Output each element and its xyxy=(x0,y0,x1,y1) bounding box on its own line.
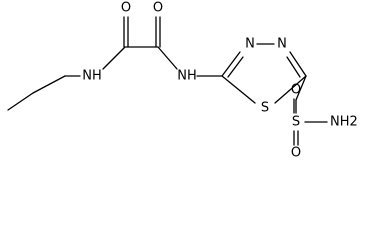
chemical-structure: O O NH NH N N S S O O NH2 xyxy=(7,1,358,161)
bond-ring-c5-s1 xyxy=(274,75,307,104)
atom-nh-amide: NH xyxy=(177,69,197,84)
atom-nh-propyl: NH xyxy=(82,69,102,84)
bond-c2-nh xyxy=(157,46,178,70)
bond-ring-n4-c5 xyxy=(289,51,307,77)
bond-ring-s1-c2 xyxy=(221,75,256,104)
atom-s-ring: S xyxy=(261,101,269,116)
atom-o-sulfonyl-bottom: O xyxy=(291,146,301,161)
bond-ring-n4-c5-inner xyxy=(286,56,301,78)
atom-o-left: O xyxy=(121,1,131,16)
atom-label-layer: O O NH NH N N S S O O NH2 xyxy=(82,1,358,161)
bond-nh-c1 xyxy=(102,46,126,70)
atom-o-sulfonyl-top: O xyxy=(291,83,301,98)
atom-o-right: O xyxy=(153,1,163,16)
bond-c5-sulfonyl xyxy=(295,75,307,101)
bond-layer xyxy=(7,16,328,146)
atom-nh2: NH2 xyxy=(330,115,358,130)
bond-ring-c2-n3 xyxy=(221,51,241,77)
bond-propyl-1 xyxy=(7,92,34,111)
atom-n-ring-left: N xyxy=(245,37,255,52)
atom-s-sulfonyl: S xyxy=(292,115,300,130)
atom-n-ring-right: N xyxy=(277,37,287,52)
bond-propyl-2 xyxy=(32,75,66,94)
bond-ring-c2-n3-inner xyxy=(227,56,244,78)
